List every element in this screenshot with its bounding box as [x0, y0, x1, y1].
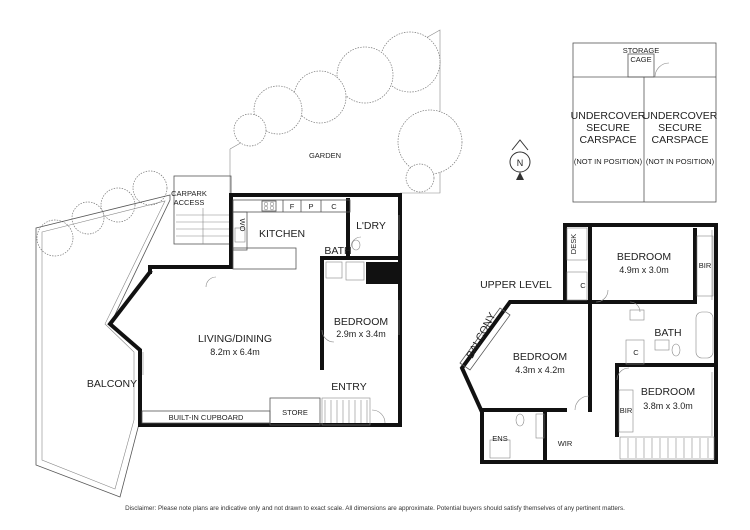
bedroom-upper-main-dim: 4.3m x 4.2m — [515, 365, 565, 375]
upper-level-walls — [459, 223, 718, 464]
living-dining-dim: 8.2m x 6.4m — [210, 347, 260, 357]
carspace-1-label-line-2: SECURE — [586, 122, 630, 134]
balcony-upper-label: BALCONY — [464, 311, 498, 361]
wo-label: WO — [238, 219, 247, 232]
compass-icon: N — [509, 139, 531, 180]
kitchen-label: KITCHEN — [259, 228, 305, 240]
bath-upper-label: BATH — [654, 327, 681, 339]
c-upper-1-label: C — [580, 281, 586, 290]
wir-label: WIR — [558, 439, 573, 448]
store-label: STORE — [282, 408, 308, 417]
bedroom-upper-main-label: BEDROOM — [513, 351, 567, 363]
bir-1-label: BIR — [699, 261, 712, 270]
compass-n-label: N — [517, 158, 524, 168]
carspace-1-note: (NOT IN POSITION) — [574, 157, 643, 166]
bedroom-upper-1-label: BEDROOM — [617, 251, 671, 263]
carspace-2-label-line-2: SECURE — [658, 122, 702, 134]
bath-ground-label: BATH — [324, 245, 351, 257]
carpark-access-label: CARPARK — [171, 189, 207, 198]
storage-cage-label-line-2: CAGE — [630, 55, 651, 64]
garden-trees — [36, 31, 463, 257]
bedroom-ground-label: BEDROOM — [334, 316, 388, 328]
bedroom-upper-1-dim: 4.9m x 3.0m — [619, 265, 669, 275]
fixture-f-label: F — [290, 202, 295, 211]
bedroom-ground-dim: 2.9m x 3.4m — [336, 329, 386, 339]
bedroom-upper-3-dim: 3.8m x 3.0m — [643, 401, 693, 411]
carspace-1-label: UNDERCOVER — [571, 110, 646, 122]
garden-area: GARDEN — [36, 29, 463, 257]
ens-label: ENS — [492, 434, 507, 443]
carpark-access-label-line-2: ACCESS — [174, 198, 205, 207]
carspace-2-note: (NOT IN POSITION) — [646, 157, 715, 166]
storage-cage-label: STORAGE — [623, 46, 660, 55]
bedroom-upper-3-label: BEDROOM — [641, 386, 695, 398]
disclaimer-text: Disclaimer: Please note plans are indica… — [125, 505, 625, 512]
dark-cupboard — [366, 262, 399, 284]
c-upper-2-label: C — [633, 348, 639, 357]
laundry-label: L'DRY — [356, 220, 386, 232]
ground-floor-walls — [107, 193, 402, 427]
carspace-2-label-line-3: CARSPACE — [652, 134, 709, 146]
garden-label: GARDEN — [309, 151, 341, 160]
built-in-cupboard-label: BUILT-IN CUPBOARD — [169, 413, 244, 422]
upper-level-label: UPPER LEVEL — [480, 279, 552, 291]
ground-floor-labels: KITCHEN L'DRY BATH BEDROOM 2.9m x 3.4m L… — [169, 202, 389, 422]
balcony-ground-label: BALCONY — [87, 378, 137, 390]
fixture-c-label: C — [331, 202, 337, 211]
carspace-2-label: UNDERCOVER — [643, 110, 718, 122]
desk-label: DESK — [569, 234, 578, 254]
bir-2-label: BIR — [620, 406, 633, 415]
fixture-p-label: P — [308, 202, 313, 211]
entry-label: ENTRY — [331, 381, 366, 393]
living-dining-label: LIVING/DINING — [198, 333, 272, 345]
carspace-1-label-line-3: CARSPACE — [580, 134, 637, 146]
